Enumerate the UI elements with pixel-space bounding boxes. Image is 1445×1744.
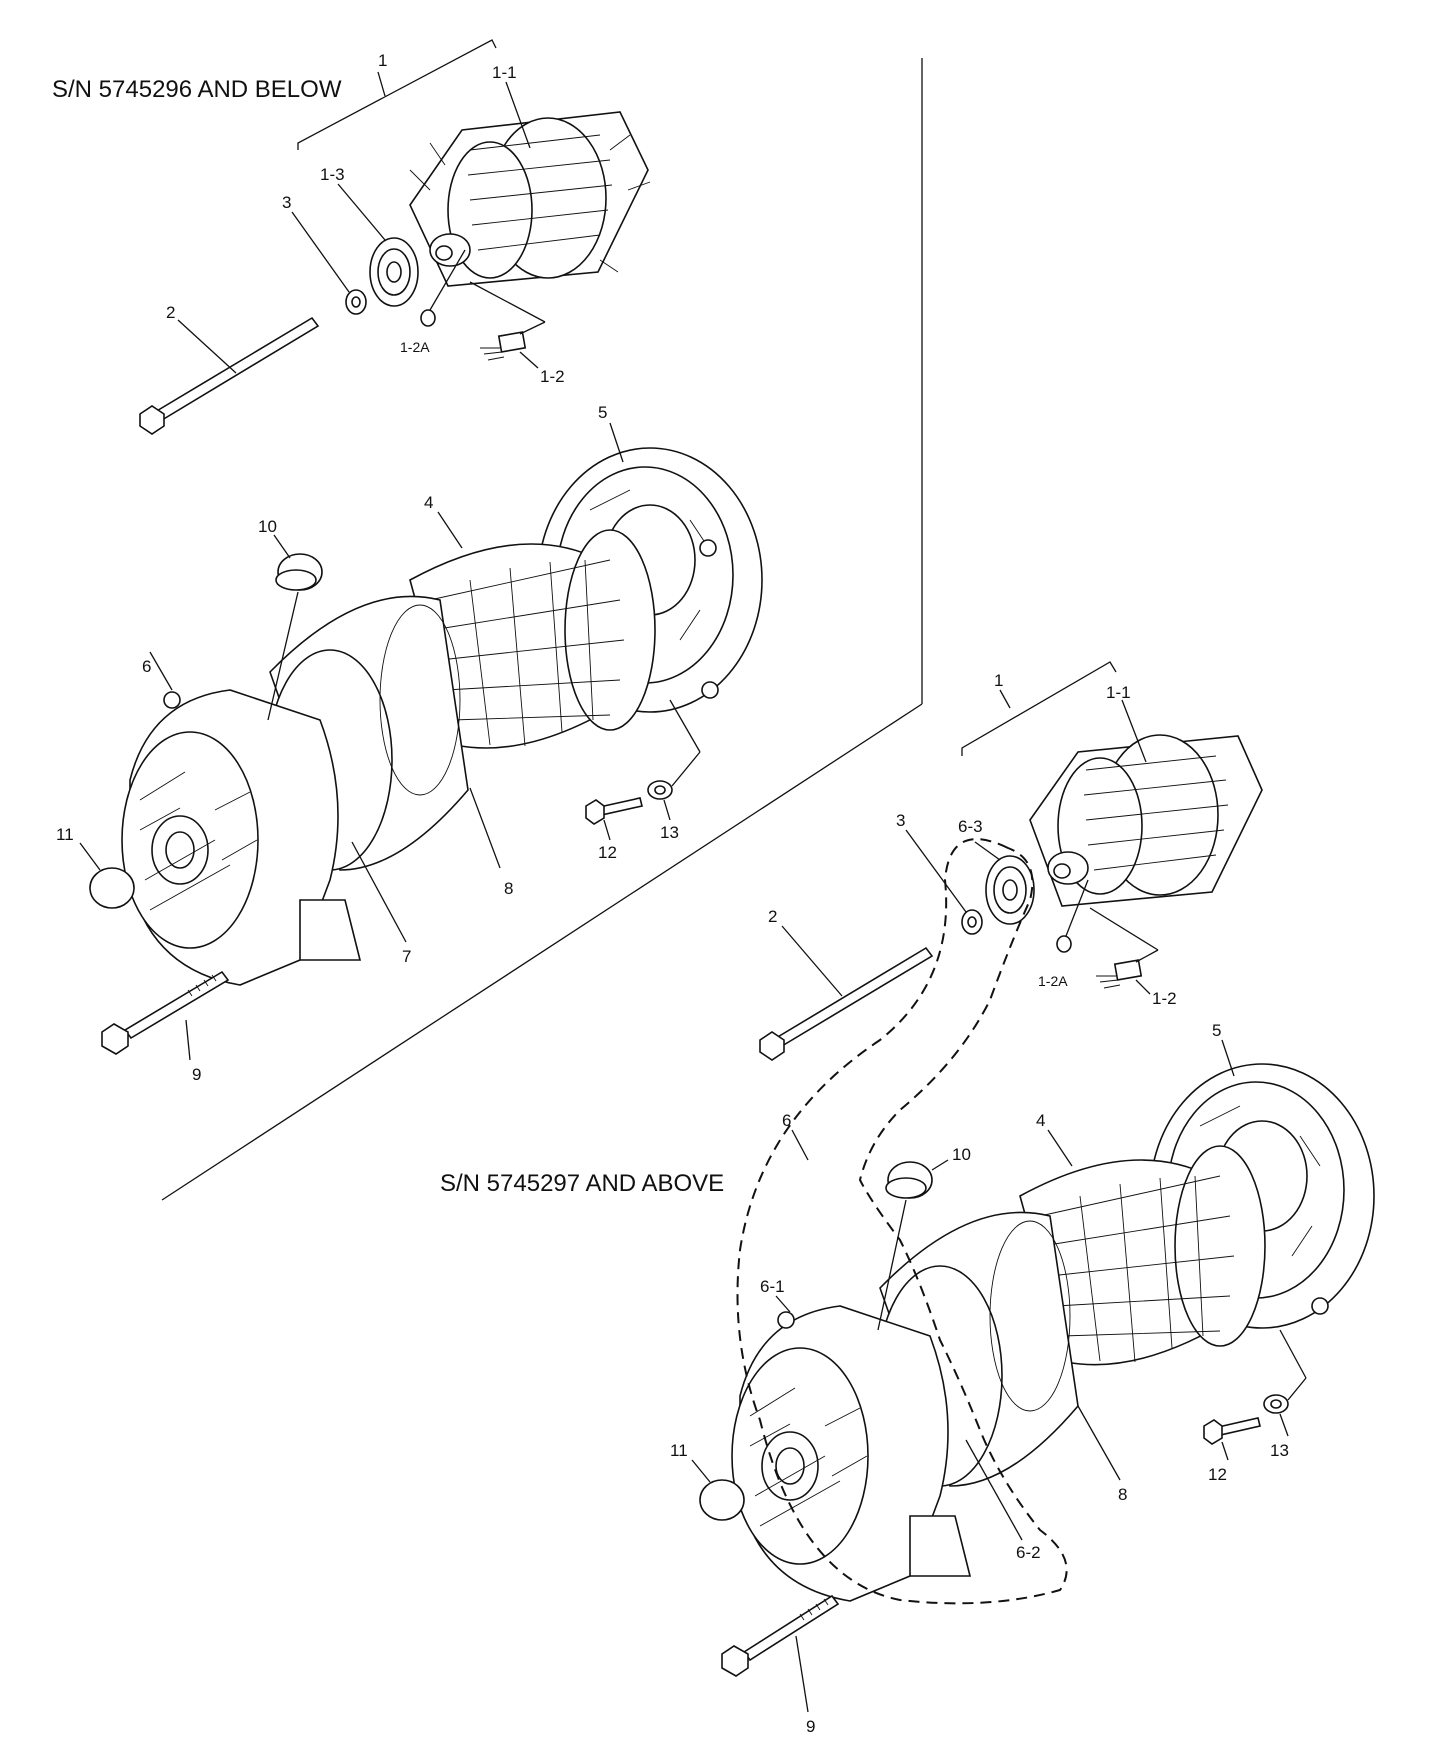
end-cap <box>89 867 135 909</box>
callout-1-3: 1-3 <box>320 165 345 184</box>
callout-9-lower: 9 <box>806 1717 815 1736</box>
callout-1-2A-lower: 1-2A <box>1038 973 1068 989</box>
housing-bolt-lower <box>1203 1417 1261 1445</box>
callout-5-lower: 5 <box>1212 1021 1221 1040</box>
rotor-assembly-bracket-lower <box>961 661 1117 756</box>
washer <box>345 289 367 315</box>
callout-1-1-lower: 1-1 <box>1106 683 1131 702</box>
callout-8: 8 <box>504 879 513 898</box>
bearing <box>369 237 419 307</box>
mounting-bolt <box>101 970 230 1055</box>
callout-10: 10 <box>258 517 277 536</box>
upper-assembly: 1 1-1 1-3 3 2 1-2A 1-2 5 4 10 6 11 12 13… <box>56 39 763 1084</box>
callout-1: 1 <box>378 51 387 70</box>
callout-4: 4 <box>424 493 433 512</box>
lower-serial-caption: S/N 5745297 AND ABOVE <box>440 1170 724 1197</box>
front-housing <box>121 689 362 986</box>
callout-1-2A: 1-2A <box>400 339 430 355</box>
lock-washer <box>647 780 673 800</box>
rectifier-clip <box>420 309 436 327</box>
rotor-lower <box>1029 734 1263 907</box>
section-divider <box>161 58 923 1201</box>
rectifier-lower <box>1096 959 1143 989</box>
callout-12: 12 <box>598 843 617 862</box>
callout-13: 13 <box>660 823 679 842</box>
callout-2-lower: 2 <box>768 907 777 926</box>
callout-13-lower: 13 <box>1270 1441 1289 1460</box>
callout-1-2: 1-2 <box>540 367 565 386</box>
grommet-lower <box>885 1161 933 1199</box>
through-bolt <box>139 316 320 435</box>
callout-6-1-lower: 6-1 <box>760 1277 785 1296</box>
callout-6-lower: 6 <box>782 1111 791 1130</box>
callout-6-3-lower: 6-3 <box>958 817 983 836</box>
washer-lower <box>961 909 983 935</box>
lower-assembly: 1 1-1 3 6-3 2 1-2A 1-2 5 4 6 10 6-1 11 1… <box>670 661 1375 1736</box>
bearing-lower <box>985 855 1035 925</box>
callout-3: 3 <box>282 193 291 212</box>
callout-2: 2 <box>166 303 175 322</box>
callout-7: 7 <box>402 947 411 966</box>
lock-washer-lower <box>1263 1394 1289 1414</box>
mounting-bolt-lower <box>721 1594 840 1677</box>
stator <box>409 529 656 749</box>
rotor-assembly-bracket <box>297 39 497 150</box>
callout-6: 6 <box>142 657 151 676</box>
rotor <box>409 111 651 287</box>
rectifier <box>480 331 527 361</box>
callout-5: 5 <box>598 403 607 422</box>
grommet <box>275 553 323 591</box>
end-cap-lower <box>699 1479 745 1521</box>
front-housing-lower <box>731 1305 972 1602</box>
callout-4-lower: 4 <box>1036 1111 1045 1130</box>
callout-12-lower: 12 <box>1208 1465 1227 1484</box>
callout-1-1: 1-1 <box>492 63 517 82</box>
callout-3-lower: 3 <box>896 811 905 830</box>
callout-11: 11 <box>56 825 74 844</box>
upper-serial-caption: S/N 5745296 AND BELOW <box>52 76 342 103</box>
callout-1-2-lower: 1-2 <box>1152 989 1177 1008</box>
callout-1-lower: 1 <box>994 671 1003 690</box>
replacement-kit-outline <box>736 838 1068 1605</box>
callout-8-lower: 8 <box>1118 1485 1127 1504</box>
through-bolt-lower <box>759 946 934 1061</box>
callout-10-lower: 10 <box>952 1145 971 1164</box>
callout-9: 9 <box>192 1065 201 1084</box>
callout-6-2-lower: 6-2 <box>1016 1543 1041 1562</box>
callout-11-lower: 11 <box>670 1441 688 1460</box>
stator-lower <box>1019 1145 1266 1366</box>
rectifier-clip-lower <box>1056 935 1072 953</box>
housing-bolt <box>585 797 643 825</box>
